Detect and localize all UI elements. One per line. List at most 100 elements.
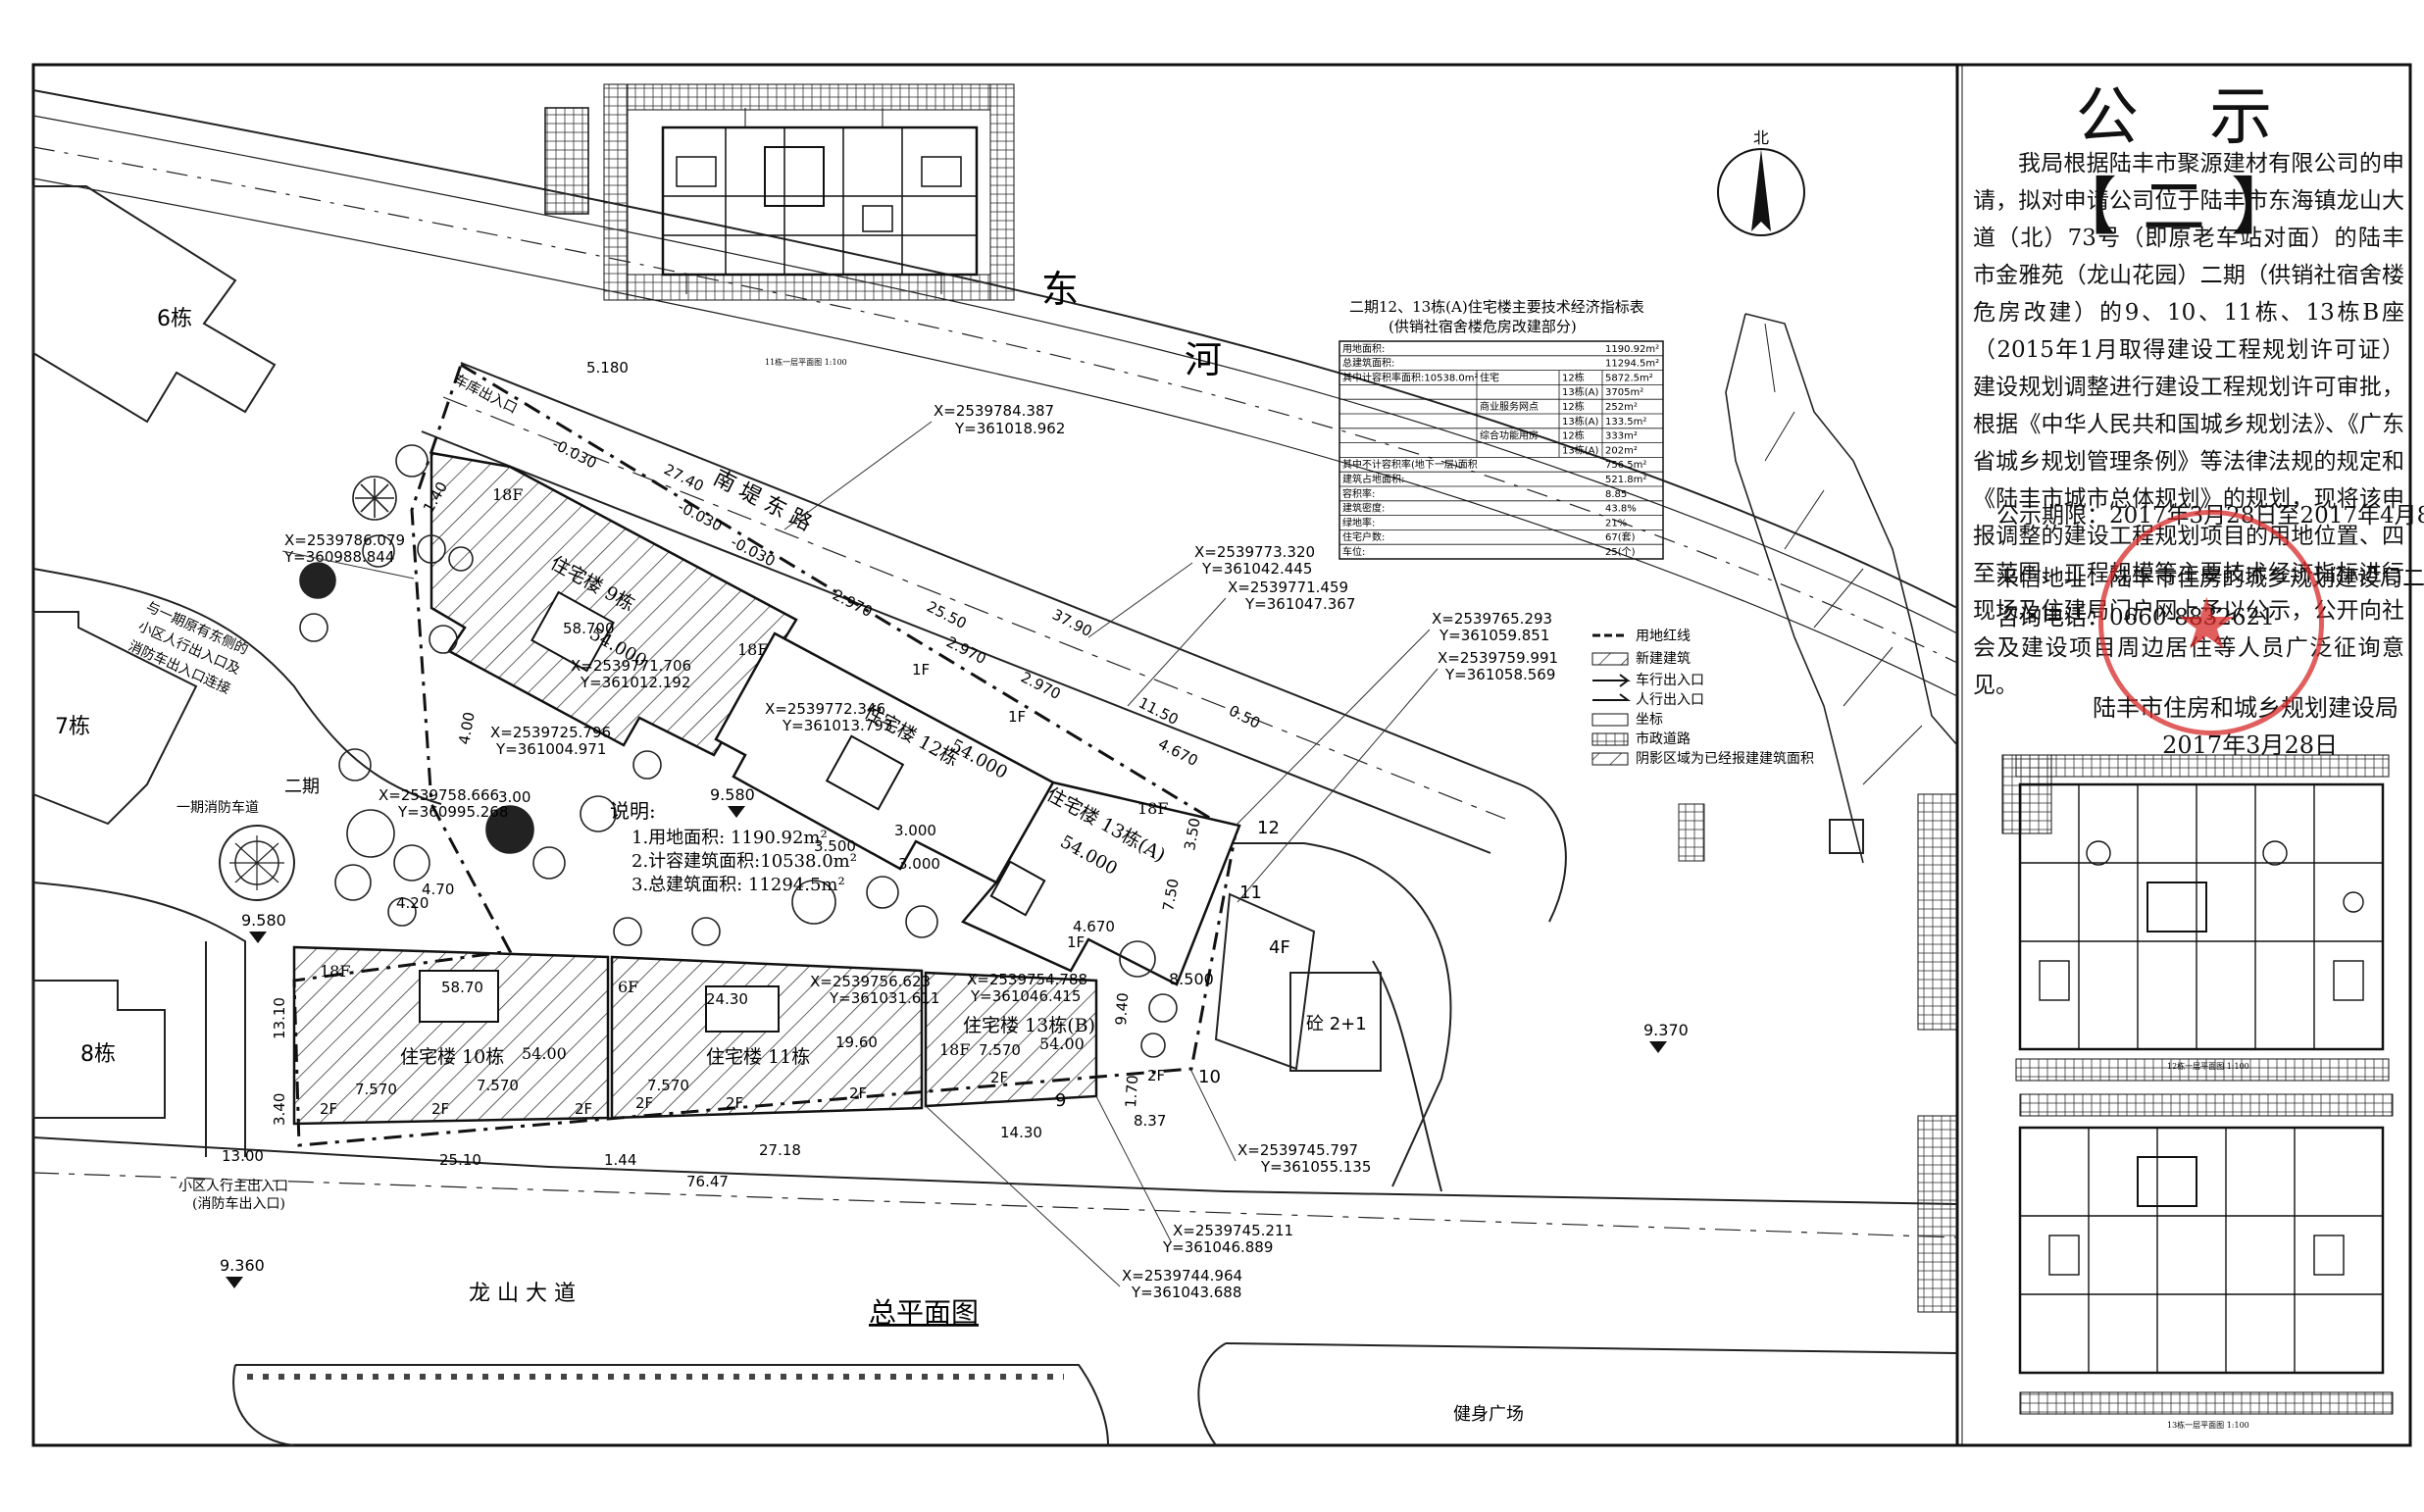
- building-11-floors: 6F: [618, 978, 638, 996]
- floor-tag: 2F: [431, 1100, 449, 1118]
- table-cell: 133.5m²: [1605, 417, 1646, 428]
- coord: X=2539771.706: [571, 657, 691, 675]
- dim: 4.670: [1155, 735, 1200, 771]
- table-cell: 13栋(A): [1562, 443, 1598, 456]
- table-cell: 333m²: [1605, 431, 1638, 442]
- point-label: 10: [1198, 1067, 1221, 1087]
- floorplan-right-1-caption: 12栋一层平面图 1:100: [2167, 1061, 2249, 1071]
- dim: 3.500: [814, 837, 856, 855]
- legend-item: 阴影区域为已经报建建筑面积: [1636, 751, 1814, 767]
- building-11-label: 住宅楼 11栋: [706, 1046, 810, 1068]
- building-9: [429, 451, 798, 757]
- dim: 9.40: [1112, 992, 1132, 1027]
- dim: 27.18: [759, 1141, 801, 1159]
- dim: 2.970: [830, 586, 875, 622]
- dim: 7.570: [477, 1077, 519, 1094]
- building-13a: [960, 781, 1241, 986]
- river-label-1: 东: [1041, 268, 1079, 311]
- building-12-floors: 18F: [737, 640, 768, 659]
- coordinate-leaders: [281, 421, 1439, 1287]
- legend: [1591, 633, 1631, 766]
- legend-item: 新建建筑: [1636, 651, 1691, 667]
- river-label-2: 河: [1185, 338, 1222, 381]
- coord: Y=361059.851: [1439, 627, 1549, 644]
- table-cell: 5872.5m²: [1605, 373, 1653, 383]
- table-cell: 43.8%: [1605, 504, 1637, 515]
- north-label: 北: [1753, 128, 1769, 147]
- coord: Y=361004.971: [495, 740, 606, 758]
- phase-1-fire-lane-label: 一期消防车道: [177, 799, 259, 816]
- trees: [299, 444, 1178, 1058]
- existing-buildings: [32, 185, 277, 1119]
- point-label: 9: [1055, 1090, 1066, 1111]
- notes-item: 1.用地面积: 1190.92m²: [631, 828, 828, 848]
- table-cell: 商业服务网点: [1480, 400, 1539, 413]
- floor-tag: 1F: [912, 661, 930, 679]
- coord: Y=361031.611: [829, 989, 939, 1007]
- table-cell: 住宅: [1480, 371, 1499, 383]
- building-10: [292, 945, 610, 1126]
- dim: -0.030: [728, 533, 778, 571]
- dim: 4.20: [396, 894, 429, 912]
- legend-item: 车行出入口: [1636, 672, 1704, 688]
- building-6-label: 6栋: [157, 307, 192, 331]
- table-cell: 25(个): [1605, 546, 1636, 558]
- notes-item: 2.计容建筑面积:10538.0m²: [631, 851, 857, 872]
- coord: Y=361018.962: [954, 420, 1065, 437]
- dim: -0.030: [549, 435, 599, 473]
- coord: Y=361012.192: [580, 674, 690, 691]
- dim: 1.44: [604, 1151, 636, 1169]
- public-notice: 公 示【二】 我局根据陆丰市聚源建材有限公司的申请，拟对申请公司位于陆丰市东海镇…: [1963, 65, 2424, 1445]
- dim: 58.700: [563, 620, 615, 637]
- coord: X=2539756.623: [810, 973, 931, 990]
- table-cell: 12栋: [1562, 371, 1585, 383]
- floor-tag: 2F: [575, 1100, 592, 1118]
- dim: 8.37: [1134, 1112, 1166, 1130]
- building-9-core: [530, 590, 615, 673]
- coord: Y=361013.793: [782, 717, 892, 734]
- legend-item: 市政道路: [1636, 731, 1691, 747]
- legend-item: 人行出入口: [1636, 692, 1704, 708]
- coord: Y=361042.445: [1201, 560, 1312, 578]
- dim: 7.570: [979, 1041, 1021, 1059]
- indicator-table-title: 二期12、13栋(A)住宅楼主要技术经济指标表: [1349, 298, 1644, 316]
- existing-2-1: [1289, 972, 1382, 1072]
- table-cell: 252m²: [1605, 402, 1638, 413]
- legend-item: 坐标: [1636, 712, 1663, 728]
- building-13b-label: 住宅楼 13栋(B): [963, 1015, 1095, 1036]
- point-label: 11: [1239, 882, 1262, 903]
- dim: 19.60: [835, 1033, 878, 1051]
- dim: 2.970: [1018, 669, 1063, 704]
- dim: 4.70: [422, 881, 454, 898]
- table-cell: 21%: [1605, 518, 1627, 529]
- floorplan-right-1: [1917, 754, 2390, 1082]
- roundabout: [219, 825, 295, 901]
- dim: 4.00: [455, 711, 479, 746]
- coord: X=2539754.788: [967, 971, 1087, 988]
- table-cell: 12栋: [1562, 400, 1585, 413]
- table-cell: 建筑密度:: [1342, 502, 1385, 515]
- table-cell: 756.5m²: [1605, 460, 1646, 471]
- dim: 25.50: [924, 598, 969, 633]
- table-cell: 202m²: [1605, 445, 1638, 456]
- indicator-table-subtitle: (供销社宿舍楼危房改建部分): [1389, 318, 1577, 335]
- dim: 3.000: [894, 822, 936, 839]
- dim: 14.30: [1000, 1124, 1042, 1141]
- floor-tag: 2F: [1147, 1067, 1165, 1084]
- table-cell: 住宅户数:: [1342, 530, 1385, 543]
- floor-tag: 2F: [320, 1100, 337, 1118]
- fire-truck-entrance-label: (消防车出入口): [192, 1195, 285, 1212]
- longshan-road-label: 龙 山 大 道: [469, 1282, 576, 1306]
- table-cell: 综合功能用房: [1480, 429, 1539, 442]
- dim: 3.00: [498, 788, 530, 806]
- building-11: [610, 955, 924, 1120]
- coord: X=2539745.797: [1237, 1141, 1358, 1159]
- coord: X=2539759.991: [1438, 649, 1558, 667]
- coord: Y=361055.135: [1260, 1158, 1371, 1176]
- building-10-floors: 18F: [320, 962, 350, 981]
- building-13b-floors: 18F: [939, 1040, 970, 1059]
- table-cell: 用地面积:: [1342, 342, 1385, 355]
- coord: Y=360995.268: [397, 803, 508, 821]
- table-cell: 其中计容积率面积:10538.0m²: [1342, 371, 1478, 383]
